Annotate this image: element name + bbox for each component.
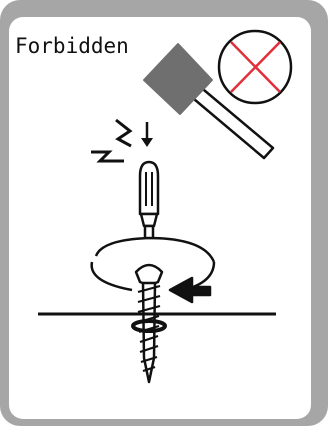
- washer-ring: [131, 319, 167, 333]
- sign-title: Forbidden: [15, 34, 129, 58]
- impact-icon: [91, 118, 153, 163]
- prohibition-icon: [217, 29, 293, 105]
- hammer-icon: [143, 43, 275, 160]
- rotation-arrow-icon: [90, 236, 216, 304]
